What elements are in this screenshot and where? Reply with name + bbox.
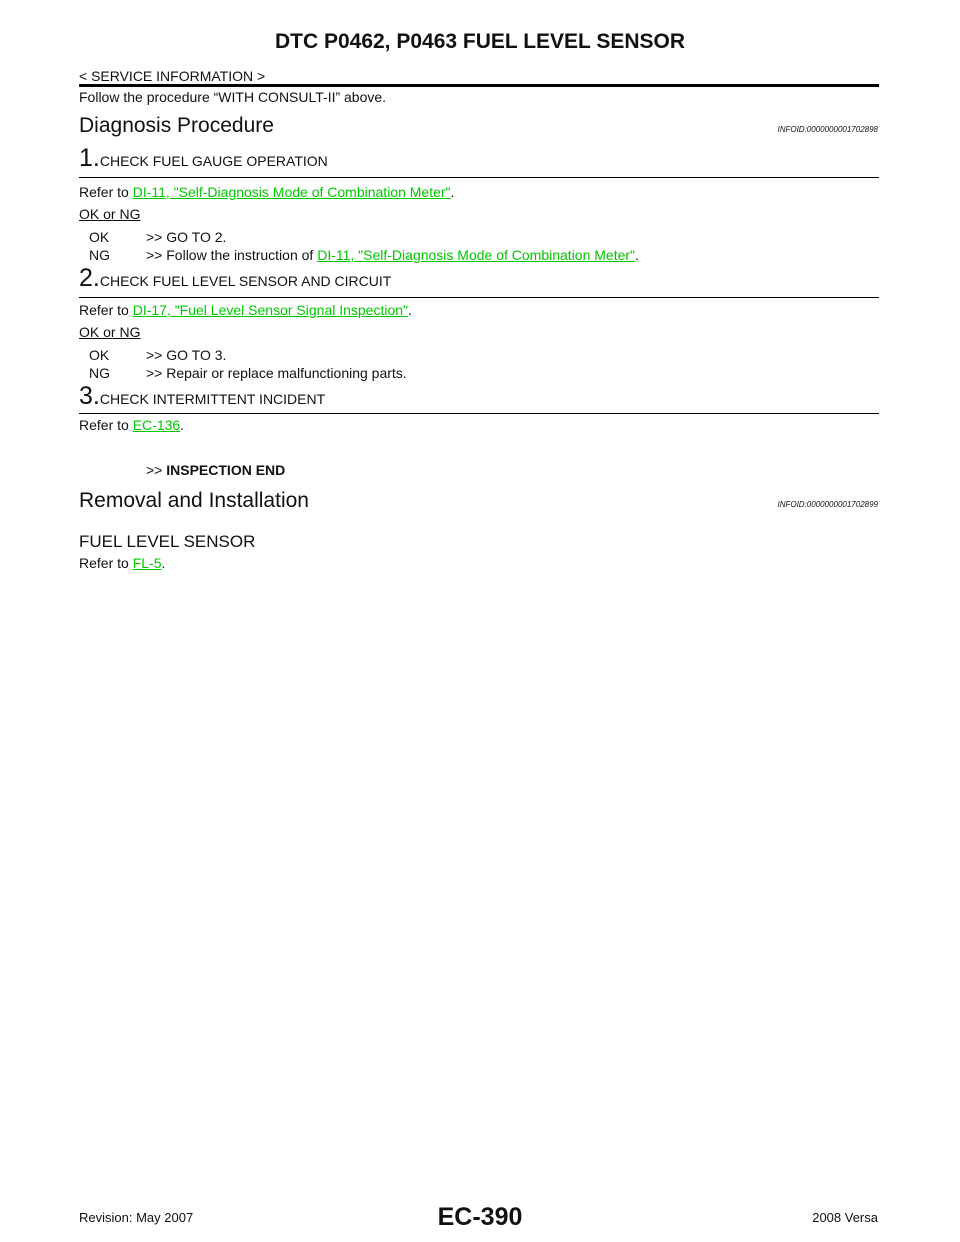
- step-2-rule: [79, 297, 879, 298]
- step-1-okng: OK or NG: [79, 206, 141, 222]
- step-1-ng-code: NG: [89, 247, 110, 263]
- ng-text-prefix: >> Follow the instruction of: [146, 247, 318, 263]
- step-1-header: 1.CHECK FUEL GAUGE OPERATION: [79, 144, 328, 173]
- refer-prefix: Refer to: [79, 555, 133, 571]
- step-2-ok-code: OK: [89, 347, 110, 363]
- refer-prefix: Refer to: [79, 184, 133, 200]
- revision-date: Revision: May 2007: [79, 1210, 194, 1225]
- end-arrow: >>: [146, 462, 163, 478]
- header-rule: [79, 84, 879, 87]
- inspection-end: >> INSPECTION END: [146, 462, 285, 478]
- step-2-header: 2.CHECK FUEL LEVEL SENSOR AND CIRCUIT: [79, 264, 391, 293]
- step-1-rule: [79, 177, 879, 178]
- vehicle-model: 2008 Versa: [812, 1210, 878, 1225]
- removal-heading: Removal and Installation: [79, 489, 309, 512]
- refer-prefix: Refer to: [79, 302, 133, 318]
- refer-suffix: .: [161, 555, 166, 571]
- link-di-11-ng[interactable]: DI-11, "Self-Diagnosis Mode of Combinati…: [317, 247, 636, 263]
- removal-subheading: FUEL LEVEL SENSOR: [79, 532, 256, 551]
- step-2-title: CHECK FUEL LEVEL SENSOR AND CIRCUIT: [99, 273, 392, 289]
- step-3-header: 3.CHECK INTERMITTENT INCIDENT: [79, 382, 325, 411]
- refer-suffix: .: [450, 184, 455, 200]
- refer-suffix: .: [408, 302, 412, 318]
- step-1-refer: Refer to DI-11, "Self-Diagnosis Mode of …: [79, 184, 454, 200]
- step-3-title: CHECK INTERMITTENT INCIDENT: [99, 391, 326, 407]
- step-3-rule: [79, 413, 879, 414]
- link-fl-5[interactable]: FL-5: [132, 555, 162, 571]
- step-2-refer: Refer to DI-17, "Fuel Level Sensor Signa…: [79, 302, 412, 318]
- diagnosis-heading: Diagnosis Procedure: [79, 114, 274, 137]
- section-breadcrumb: < SERVICE INFORMATION >: [79, 68, 266, 84]
- step-2-number: 2.: [79, 264, 100, 292]
- link-ec-136[interactable]: EC-136: [132, 417, 181, 433]
- step-3-refer: Refer to EC-136.: [79, 417, 184, 433]
- refer-prefix: Refer to: [79, 417, 133, 433]
- step-1-ng-text: >> Follow the instruction of DI-11, "Sel…: [146, 247, 639, 263]
- step-2-ok-text: >> GO TO 3.: [146, 347, 227, 363]
- removal-refer: Refer to FL-5.: [79, 555, 165, 571]
- step-1-ok-text: >> GO TO 2.: [146, 229, 227, 245]
- link-di-17[interactable]: DI-17, "Fuel Level Sensor Signal Inspect…: [132, 302, 409, 318]
- refer-suffix: .: [180, 417, 185, 433]
- intro-text: Follow the procedure “WITH CONSULT-II” a…: [79, 89, 387, 105]
- step-1-ok-code: OK: [89, 229, 110, 245]
- step-3-number: 3.: [79, 382, 100, 410]
- ng-suffix: .: [635, 247, 639, 263]
- step-2-ng-code: NG: [89, 365, 110, 381]
- page-number: EC-390: [437, 1203, 523, 1231]
- step-2-ng-text: >> Repair or replace malfunctioning part…: [146, 365, 407, 381]
- step-1-title: CHECK FUEL GAUGE OPERATION: [99, 153, 328, 169]
- removal-infoid: INFOID:0000000001702899: [777, 500, 878, 509]
- diagnosis-infoid: INFOID:0000000001702898: [777, 125, 878, 134]
- step-2-okng: OK or NG: [79, 324, 141, 340]
- step-1-number: 1.: [79, 144, 100, 172]
- page-title: DTC P0462, P0463 FUEL LEVEL SENSOR: [274, 30, 686, 53]
- end-text: INSPECTION END: [166, 462, 286, 478]
- link-di-11[interactable]: DI-11, "Self-Diagnosis Mode of Combinati…: [132, 184, 451, 200]
